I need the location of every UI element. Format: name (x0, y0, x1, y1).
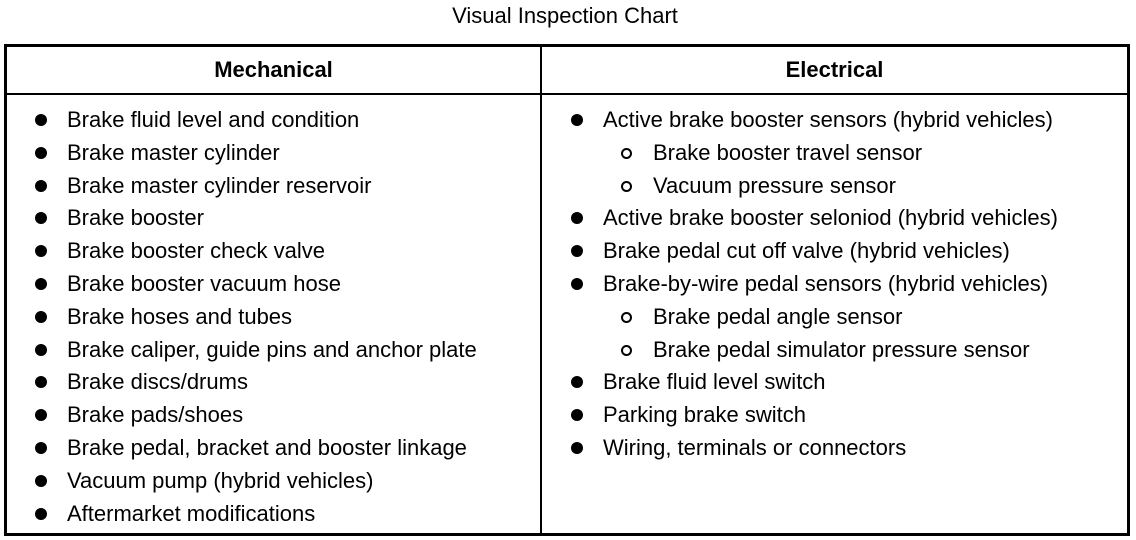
filled-circle-bullet-icon (35, 114, 47, 126)
electrical-item-text: Wiring, terminals or connectors (603, 434, 907, 460)
electrical-list-item: Brake fluid level switch (569, 366, 1058, 399)
mechanical-list-item: Brake hoses and tubes (33, 301, 477, 334)
electrical-list-item: Brake pedal angle sensor (569, 301, 1058, 334)
filled-circle-bullet-icon (35, 441, 47, 454)
electrical-item-text: Active brake booster seloniod (hybrid ve… (603, 205, 1058, 231)
filled-circle-bullet-icon (35, 277, 47, 290)
hollow-circle-bullet-icon (621, 344, 632, 356)
filled-circle-bullet-icon (35, 376, 47, 389)
electrical-item-text: Active brake booster sensors (hybrid veh… (603, 107, 1053, 132)
mechanical-item-text: Brake master cylinder reservoir (67, 172, 372, 198)
filled-circle-bullet-icon (571, 277, 583, 290)
mechanical-item-text: Brake booster vacuum hose (67, 270, 341, 296)
mechanical-item-text: Brake pedal, bracket and booster linkage (67, 434, 467, 460)
electrical-item-text: Brake pedal cut off valve (hybrid vehicl… (603, 238, 1010, 264)
mechanical-list-item: Aftermarket modifications (33, 498, 477, 531)
electrical-list-item: Active brake booster sensors (hybrid veh… (569, 104, 1058, 137)
electrical-list-item: Brake pedal simulator pressure sensor (569, 334, 1058, 367)
hollow-circle-bullet-icon (621, 180, 632, 192)
electrical-list-item: Vacuum pressure sensor (569, 170, 1058, 203)
mechanical-list-item: Brake pads/shoes (33, 399, 477, 432)
electrical-list-item: Wiring, terminals or connectors (569, 432, 1058, 465)
hollow-circle-bullet-icon (621, 311, 632, 323)
filled-circle-bullet-icon (571, 114, 583, 126)
electrical-item-text: Brake booster travel sensor (653, 139, 923, 165)
chart-title: Visual Inspection Chart (452, 3, 678, 28)
filled-circle-bullet-icon (35, 474, 47, 487)
mechanical-list-item: Brake discs/drums (33, 366, 477, 399)
filled-circle-bullet-icon (571, 376, 583, 389)
mechanical-list-item: Brake fluid level and condition (33, 104, 477, 137)
mechanical-item-text: Brake fluid level and condition (67, 107, 360, 132)
filled-circle-bullet-icon (571, 441, 583, 454)
mechanical-list-item: Brake master cylinder (33, 137, 477, 170)
mechanical-list-item: Brake master cylinder reservoir (33, 170, 477, 203)
filled-circle-bullet-icon (571, 245, 583, 258)
mechanical-item-text: Brake discs/drums (67, 369, 248, 395)
filled-circle-bullet-icon (35, 179, 47, 192)
filled-circle-bullet-icon (571, 212, 583, 225)
electrical-item-text: Vacuum pressure sensor (653, 172, 896, 198)
column-divider (540, 47, 542, 533)
electrical-item-text: Brake pedal angle sensor (653, 303, 903, 329)
mechanical-item-text: Aftermarket modifications (67, 500, 316, 526)
electrical-list-item: Active brake booster seloniod (hybrid ve… (569, 202, 1058, 235)
filled-circle-bullet-icon (571, 409, 583, 422)
mechanical-list-item: Brake caliper, guide pins and anchor pla… (33, 334, 477, 367)
filled-circle-bullet-icon (35, 507, 47, 520)
electrical-item-list: Active brake booster sensors (hybrid veh… (569, 104, 1058, 465)
mechanical-column-header: Mechanical (214, 57, 333, 82)
electrical-item-text: Brake-by-wire pedal sensors (hybrid vehi… (603, 270, 1049, 296)
filled-circle-bullet-icon (35, 343, 47, 356)
electrical-column-header: Electrical (785, 57, 884, 82)
mechanical-item-text: Vacuum pump (hybrid vehicles) (67, 467, 374, 493)
header-divider (7, 93, 1127, 95)
electrical-list-item: Parking brake switch (569, 399, 1058, 432)
mechanical-item-text: Brake booster (67, 205, 204, 231)
mechanical-list-item: Brake booster (33, 202, 477, 235)
inspection-table: Mechanical Electrical Brake fluid level … (4, 44, 1130, 536)
mechanical-list-item: Brake booster vacuum hose (33, 268, 477, 301)
mechanical-item-text: Brake master cylinder (67, 139, 280, 165)
mechanical-item-text: Brake booster check valve (67, 238, 326, 264)
electrical-list-item: Brake booster travel sensor (569, 137, 1058, 170)
electrical-item-text: Brake fluid level switch (603, 369, 826, 395)
mechanical-list-item: Brake booster check valve (33, 235, 477, 268)
mechanical-item-text: Brake pads/shoes (67, 402, 244, 428)
hollow-circle-bullet-icon (621, 147, 632, 159)
filled-circle-bullet-icon (35, 245, 47, 258)
mechanical-item-text: Brake caliper, guide pins and anchor pla… (67, 336, 477, 362)
filled-circle-bullet-icon (35, 409, 47, 422)
mechanical-item-text: Brake hoses and tubes (67, 303, 293, 329)
filled-circle-bullet-icon (35, 146, 47, 159)
mechanical-list-item: Vacuum pump (hybrid vehicles) (33, 465, 477, 498)
electrical-list-item: Brake-by-wire pedal sensors (hybrid vehi… (569, 268, 1058, 301)
electrical-item-text: Parking brake switch (603, 402, 806, 428)
electrical-list-item: Brake pedal cut off valve (hybrid vehicl… (569, 235, 1058, 268)
mechanical-list-item: Brake pedal, bracket and booster linkage (33, 432, 477, 465)
filled-circle-bullet-icon (35, 212, 47, 225)
electrical-item-text: Brake pedal simulator pressure sensor (653, 336, 1030, 362)
filled-circle-bullet-icon (35, 310, 47, 323)
